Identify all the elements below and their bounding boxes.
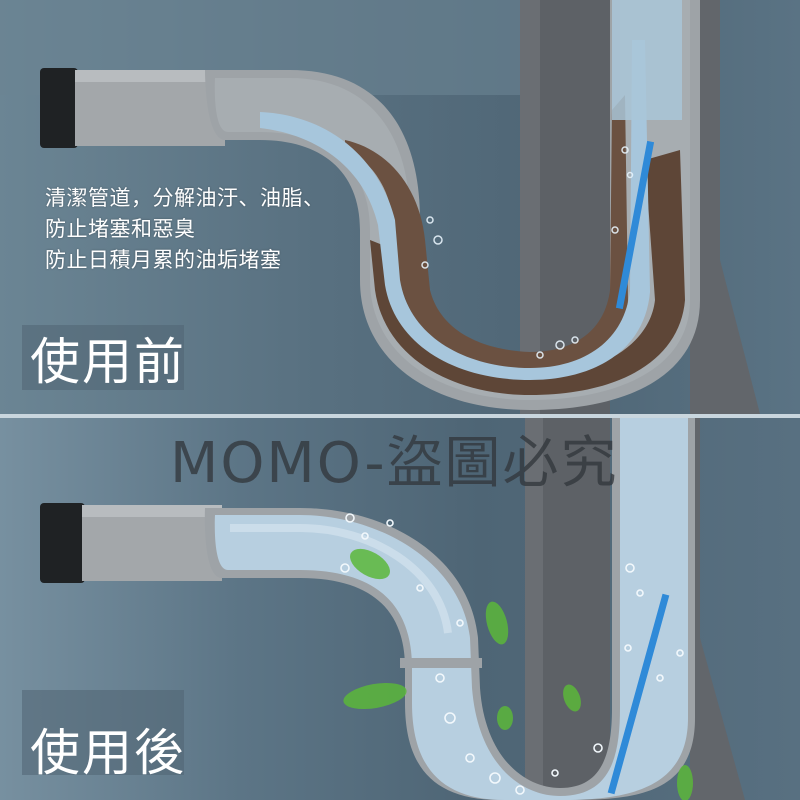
bubbles [421, 146, 634, 359]
water-flow [260, 40, 650, 380]
watermark: MOMO-盜圖必究 [170, 431, 619, 496]
before-label-backdrop [22, 325, 184, 390]
after-panel: 使用後 [0, 418, 800, 800]
wall-flange [40, 68, 78, 148]
product-description: 清潔管道，分解油汙、油脂、 防止堵塞和惡臭 防止日積月累的油垢堵塞 [45, 183, 325, 276]
cleaning-stick [615, 140, 655, 310]
wall-flange [40, 503, 85, 583]
grime-buildup [345, 95, 628, 385]
description-line-3: 防止日積月累的油垢堵塞 [45, 248, 282, 272]
leaves [343, 548, 693, 800]
cleaning-stick [607, 593, 670, 795]
before-label: 使用前 [30, 333, 186, 391]
clogged-pipe-illustration [0, 0, 760, 414]
description-line-1: 清潔管道，分解油汙、油脂、 [45, 186, 325, 210]
after-label: 使用後 [30, 724, 186, 782]
panel-divider [0, 414, 800, 418]
water-flow [214, 418, 688, 800]
after-label-backdrop [22, 690, 184, 775]
clean-pipe-illustration [40, 418, 745, 800]
bubbles [340, 513, 684, 795]
description-line-2: 防止堵塞和惡臭 [45, 217, 196, 241]
before-panel: 清潔管道，分解油汙、油脂、 防止堵塞和惡臭 防止日積月累的油垢堵塞 使用前 [0, 0, 800, 414]
